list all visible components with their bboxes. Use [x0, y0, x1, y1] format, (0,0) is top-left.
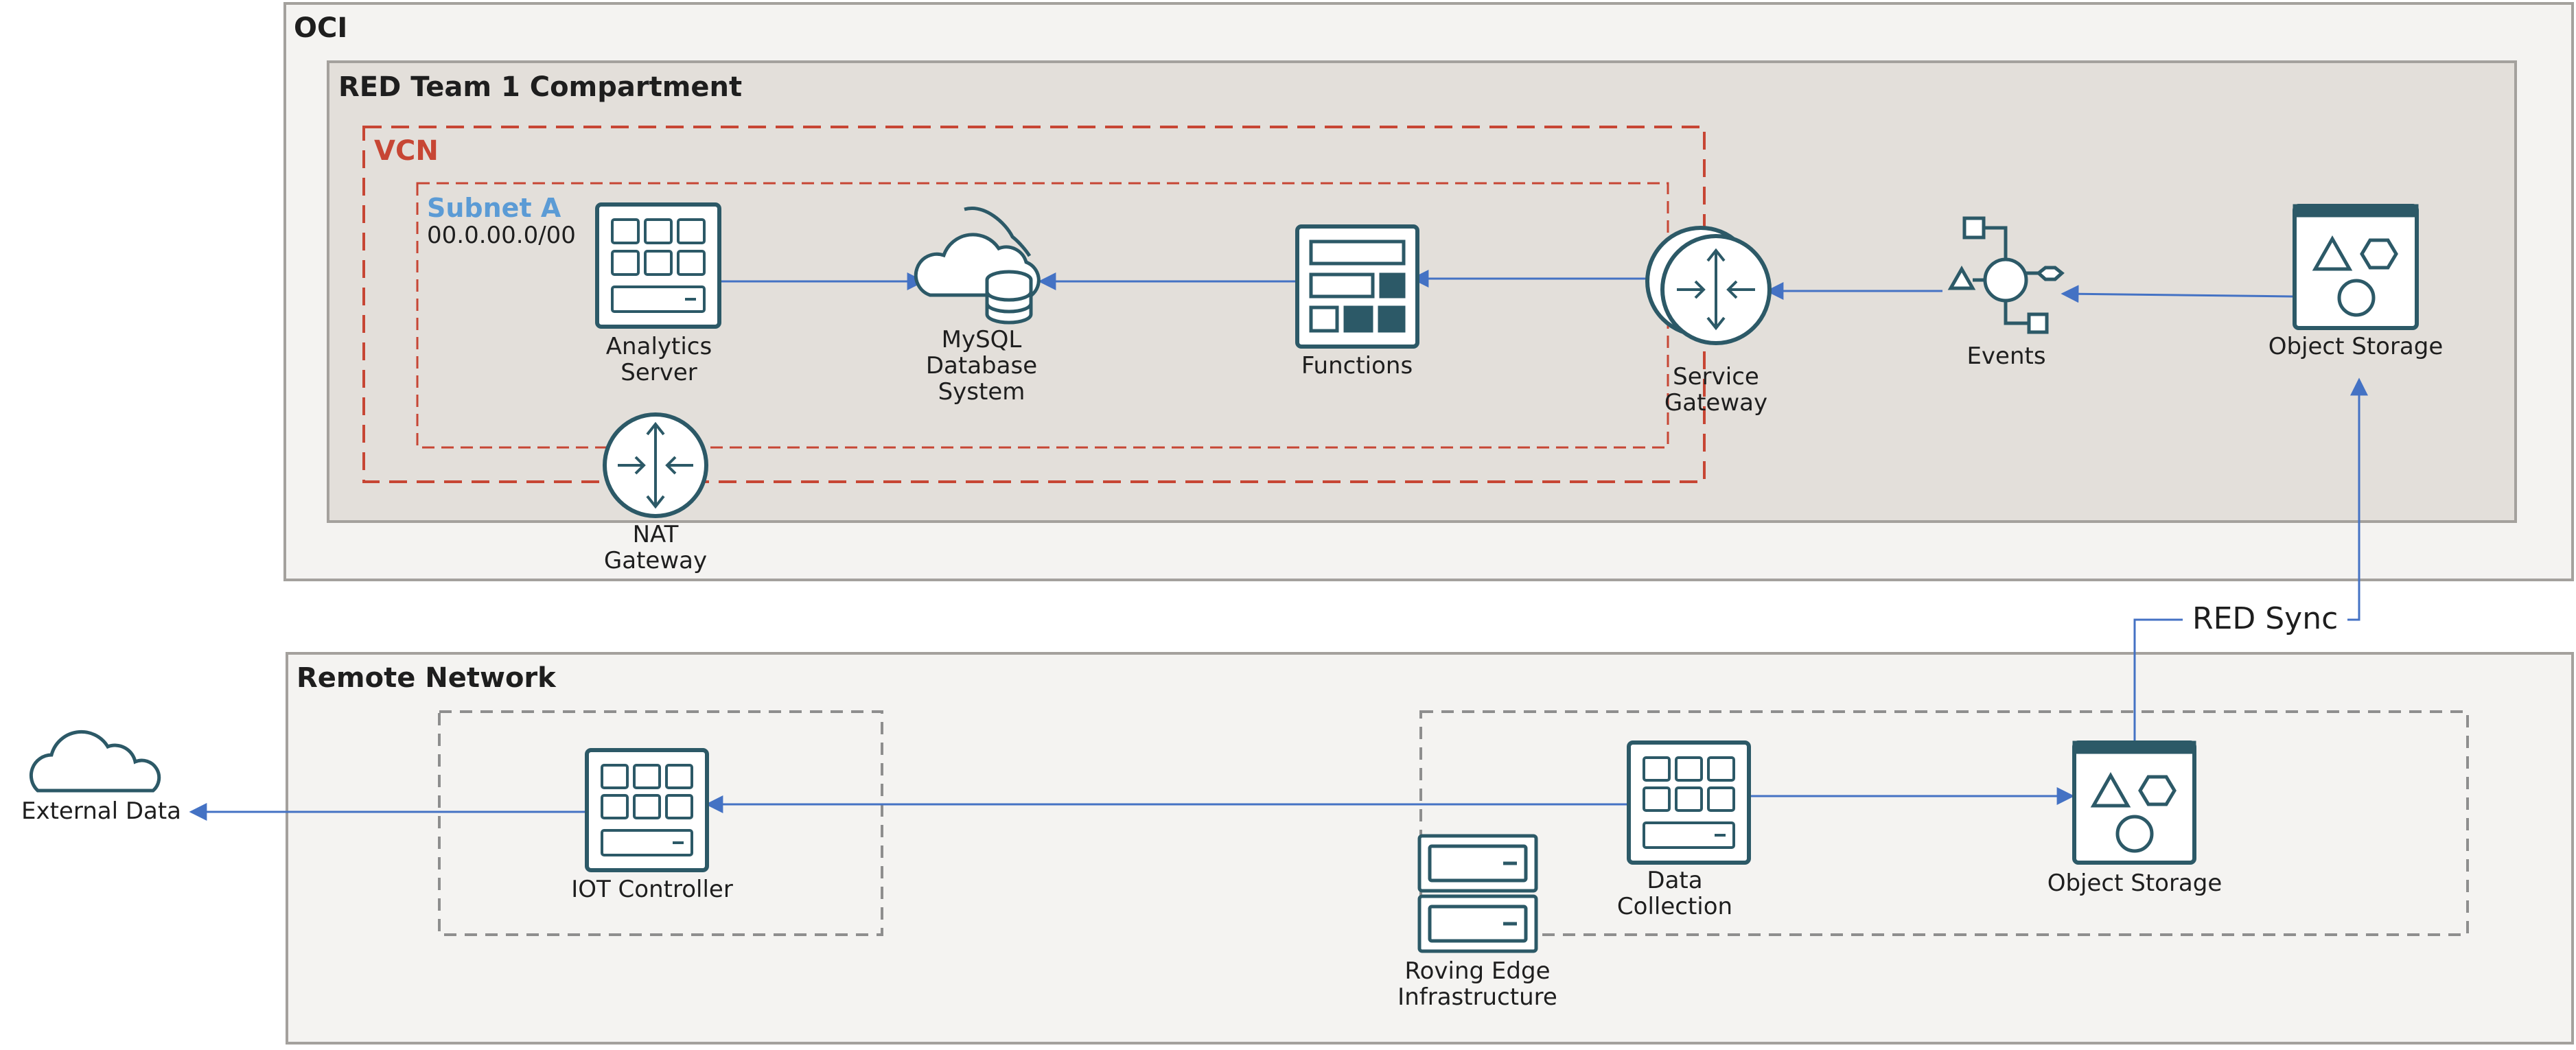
events-label: Events	[1966, 342, 2046, 370]
data-collection-icon	[1627, 740, 1751, 865]
roving-edge-label: Roving Edge Infrastructure	[1397, 957, 1557, 1011]
cloud-icon	[29, 730, 161, 793]
roving-edge-icon	[1417, 834, 1538, 953]
subnet-container	[416, 182, 1669, 449]
external-data-label: External Data	[21, 797, 182, 825]
object-storage-remote-label: Object Storage	[2047, 870, 2223, 897]
subnet-cidr: 00.0.00.0/00	[427, 222, 576, 249]
mysql-label: MySQL Database System	[925, 326, 1038, 406]
oci-title: OCI	[294, 12, 348, 44]
analytics-server-icon	[595, 202, 721, 329]
iot-group-box	[438, 710, 883, 936]
object-storage-oci-icon	[2293, 204, 2419, 330]
subnet-title: Subnet A	[427, 193, 561, 223]
nat-gateway-icon	[603, 412, 708, 518]
service-gateway-icon	[1645, 226, 1772, 345]
functions-icon	[1295, 224, 1419, 349]
edge-group-box	[1419, 710, 2469, 936]
vcn-title: VCN	[374, 135, 439, 167]
connectors	[189, 270, 2368, 821]
object-storage-remote-icon	[2072, 740, 2196, 865]
iot-controller-icon	[585, 748, 709, 872]
arrow-storage-to-events	[2061, 285, 2293, 303]
object-storage-oci-label: Object Storage	[2268, 333, 2444, 360]
iot-controller-label: IOT Controller	[571, 876, 733, 903]
red-sync-label: RED Sync	[2183, 601, 2348, 637]
functions-label: Functions	[1301, 352, 1413, 380]
data-collection-label: Data Collection	[1616, 867, 1733, 920]
remote-network-title: Remote Network	[297, 662, 556, 694]
service-gateway-label: Service Gateway	[1664, 363, 1768, 417]
analytics-server-label: Analytics Server	[605, 333, 712, 386]
events-icon	[1947, 216, 2065, 334]
mysql-database-icon	[914, 207, 1041, 325]
compartment-title: RED Team 1 Compartment	[338, 71, 743, 103]
nat-gateway-label: NAT Gateway	[603, 521, 708, 574]
